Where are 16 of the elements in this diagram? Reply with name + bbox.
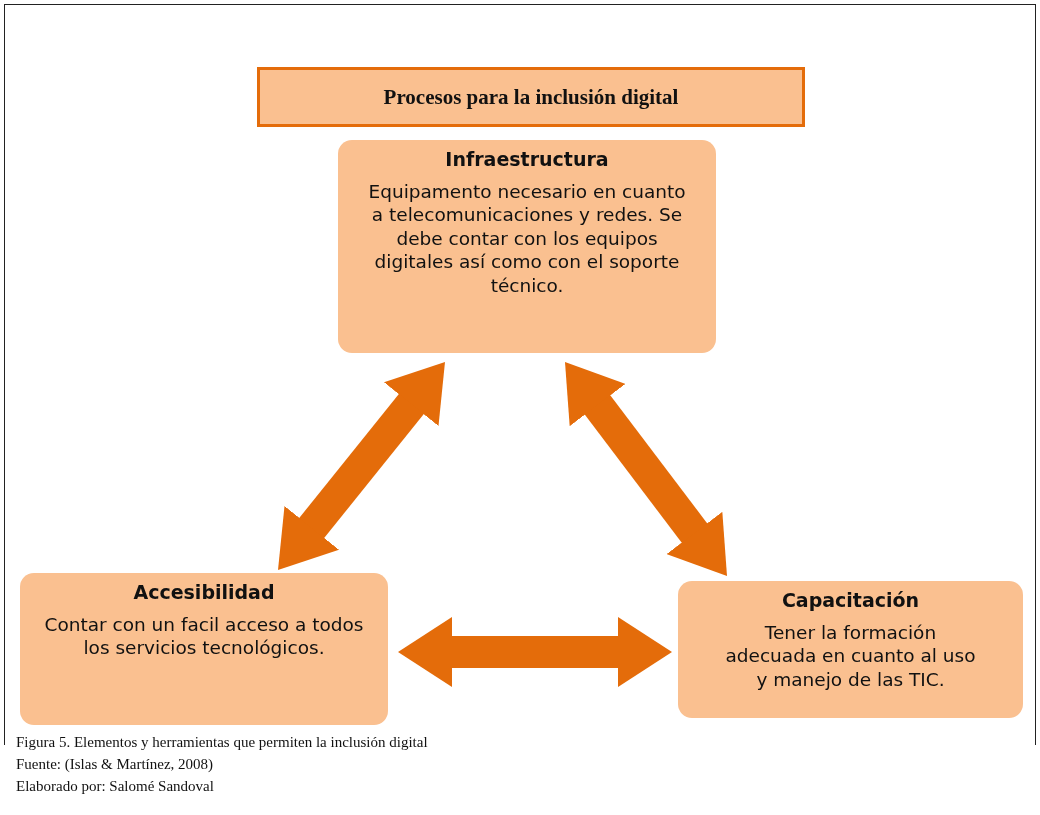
figure-caption: Figura 5. Elementos y herramientas que permiten la inclusión digital — [16, 734, 428, 751]
box-description: Equipamento necesario en cuanto a telecomunicaciones y redes. Se debe contar con los equipos digitales así como con el soporte técnico. — [367, 180, 687, 298]
box-heading: Infraestructura — [445, 148, 609, 170]
double-arrow — [278, 362, 445, 570]
source-note: Fuente: (Islas & Martínez, 2008) — [16, 756, 214, 773]
process-box — [338, 140, 716, 353]
title-box: Procesos para la inclusión digital — [257, 67, 805, 127]
process-box — [20, 573, 388, 725]
double-arrow — [565, 362, 727, 576]
double-arrow — [398, 617, 672, 687]
source-note: Elaborado por: Salomé Sandoval — [16, 778, 214, 795]
box-description: Contar con un facil acceso a todos los servicios tecnológicos. — [43, 613, 365, 660]
box-description: Tener la formación adecuada en cuanto al uso y manejo de las TIC. — [724, 621, 977, 692]
process-box — [678, 581, 1023, 718]
box-heading: Accesibilidad — [133, 581, 275, 603]
box-heading: Capacitación — [781, 589, 920, 611]
